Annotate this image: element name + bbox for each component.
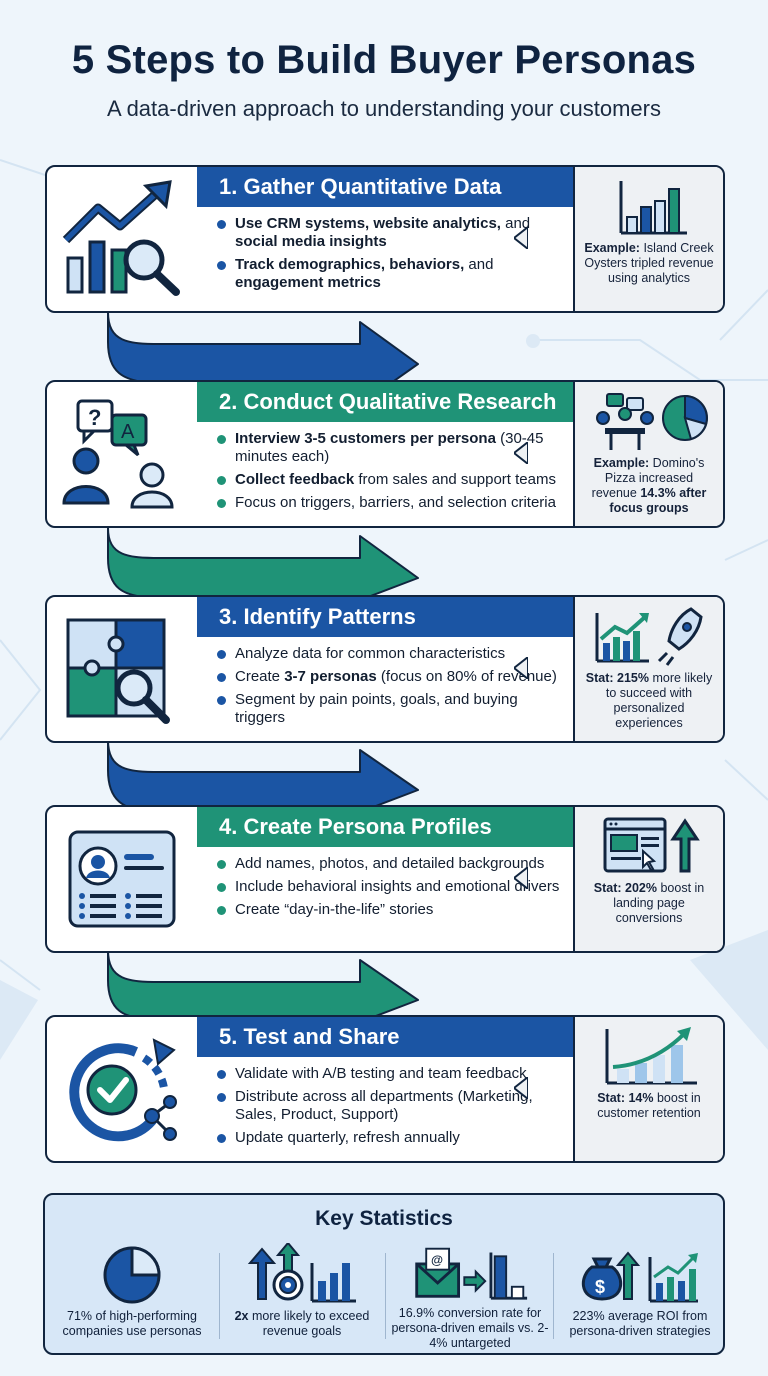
profile-card-icon (47, 807, 197, 951)
list-item: Collect feedback from sales and support … (217, 471, 565, 489)
puzzle-magnifier-icon (47, 597, 197, 741)
page-title: 5 Steps to Build Buyer Personas (71, 38, 697, 82)
pie-chart-icon (103, 1246, 161, 1304)
side-panel-pointer (514, 1077, 528, 1099)
page-subtitle: A data-driven approach to understanding … (107, 96, 661, 121)
side-panel-pointer (514, 227, 528, 249)
step-side-text: Example: Domino's Pizza increased revenu… (591, 456, 707, 515)
interview-chat-icon: ? A (47, 382, 197, 526)
target-growth-icon (247, 1243, 356, 1303)
step-side-panel: Stat: 215% more likely to succeed with p… (573, 597, 723, 741)
list-item: Track demographics, behaviors, and engag… (217, 256, 565, 292)
key-statistics-title: Key Statistics (315, 1207, 453, 1230)
list-item: Interview 3-5 customers per persona (30-… (217, 430, 565, 466)
step-side-panel: Stat: 202% boost in landing page convers… (573, 807, 723, 951)
side-panel-pointer (514, 657, 528, 679)
list-item: Include behavioral insights and emotiona… (217, 878, 565, 896)
key-statistics-panel: Key Statistics 71% of high-performing co… (43, 1193, 725, 1355)
stat-item: 71% of high-performing companies use per… (47, 1243, 217, 1351)
stat-item: 2x more likely to exceed revenue goals (217, 1243, 387, 1351)
step-title: 3. Identify Patterns (197, 597, 573, 637)
chart-rocket-icon (595, 607, 703, 666)
step-side-text: Stat: 14% boost in customer retention (597, 1091, 701, 1120)
stat-text: 71% of high-performing companies use per… (62, 1309, 202, 1338)
meeting-pie-icon (596, 393, 708, 450)
connector-arrow-2-3 (107, 527, 419, 601)
money-growth-icon: $ (582, 1251, 698, 1303)
step-title: 1. Gather Quantitative Data (197, 167, 573, 207)
step-side-panel: Example: Domino's Pizza increased revenu… (573, 382, 723, 526)
side-panel-pointer (514, 442, 528, 464)
bar-chart-icon (619, 181, 687, 235)
step-side-panel: Stat: 14% boost in customer retention (573, 1017, 723, 1161)
list-item: Update quarterly, refresh annually (217, 1129, 565, 1147)
step-side-text: Stat: 215% more likely to succeed with p… (585, 671, 713, 730)
stat-divider (219, 1253, 220, 1339)
stat-text: 2x more likely to exceed revenue goals (234, 1309, 370, 1338)
stat-item: $ 223% average ROI from persona-driven s… (555, 1243, 725, 1351)
list-item: Analyze data for common characteristics (217, 645, 565, 663)
svg-text:$: $ (595, 1277, 605, 1297)
list-item: Add names, photos, and detailed backgrou… (217, 855, 565, 873)
step-card-3: 3. Identify Patterns Analyze data for co… (45, 595, 725, 743)
list-item: Use CRM systems, website analytics, and … (217, 215, 565, 251)
step-title: 5. Test and Share (197, 1017, 573, 1057)
step-title: 4. Create Persona Profiles (197, 807, 573, 847)
cycle-check-share-icon (47, 1017, 197, 1161)
step-side-panel: Example: Island Creek Oysters tripled re… (573, 167, 723, 311)
list-item: Validate with A/B testing and team feedb… (217, 1065, 565, 1083)
step-side-text: Example: Island Creek Oysters tripled re… (584, 241, 714, 285)
side-panel-pointer (514, 867, 528, 889)
stat-text: 16.9% conversion rate for persona-driven… (391, 1306, 549, 1350)
stat-divider (385, 1253, 386, 1339)
growth-chart-magnifier-icon (47, 167, 197, 311)
connector-arrow-3-4 (107, 739, 419, 813)
list-item: Segment by pain points, goals, and buyin… (217, 691, 565, 727)
stat-text: 223% average ROI from persona-driven str… (569, 1309, 711, 1338)
svg-text:A: A (121, 421, 135, 443)
step-card-1: 1. Gather Quantitative Data Use CRM syst… (45, 165, 725, 313)
list-item: Create “day-in-the-life” stories (217, 901, 565, 919)
stat-divider (553, 1253, 554, 1339)
connector-arrow-4-5 (107, 949, 419, 1023)
growth-bars-icon (605, 1027, 697, 1085)
svg-text:@: @ (431, 1253, 443, 1267)
list-item: Create 3-7 personas (focus on 80% of rev… (217, 668, 565, 686)
landing-page-up-arrow-icon (603, 817, 700, 873)
step-card-5: 5. Test and Share Validate with A/B test… (45, 1015, 725, 1163)
step-card-2: ? A 2. Conduct Qualitative Research Inte… (45, 380, 725, 528)
list-item: Distribute across all departments (Marke… (217, 1088, 565, 1124)
step-side-text: Stat: 202% boost in landing page convers… (593, 881, 705, 925)
step-title: 2. Conduct Qualitative Research (197, 382, 573, 422)
stat-item: @ 16.9% conversion rate for persona-driv… (385, 1243, 555, 1351)
step-card-4: 4. Create Persona Profiles Add names, ph… (45, 805, 725, 953)
svg-text:?: ? (88, 405, 101, 430)
list-item: Focus on triggers, barriers, and selecti… (217, 494, 565, 512)
email-conversion-icon: @ (415, 1247, 528, 1300)
